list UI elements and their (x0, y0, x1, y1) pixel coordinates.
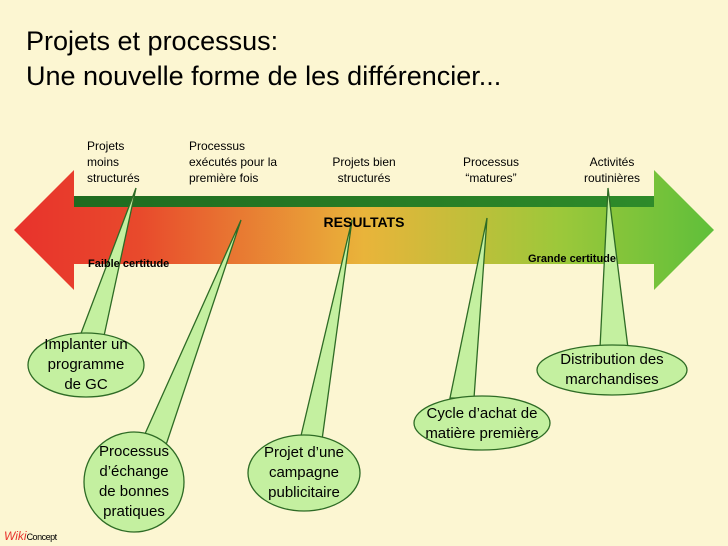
example-echange-pratiques: Processus d’échange de bonnes pratiques (98, 443, 170, 520)
callout-bubble-campagne (247, 434, 361, 512)
stage-label-projets-moins-structures: Projets moins structurés (87, 139, 140, 185)
example-distribution: Distribution des marchandises (560, 351, 664, 388)
example-cycle-achat: Cycle d’achat de matière première (425, 405, 539, 442)
example-campagne-publicitaire: Projet d’une campagne publicitaire (263, 444, 345, 501)
wikiconcept-logo: WikiConcept (4, 529, 57, 544)
stage-label-activites-routinieres: Activités routinières (583, 155, 641, 185)
page-title-line-2: Une nouvelle forme de les différencier..… (26, 61, 502, 91)
certainty-arrow-band (74, 196, 654, 207)
low-certainty-label: Faible certitude (88, 258, 170, 270)
stage-label-processus-premiere-fois: Processus exécutés pour la première fois (189, 139, 278, 185)
logo-concept-text: Concept (26, 532, 58, 542)
resultats-label: RESULTATS (323, 214, 405, 230)
callout-bubble-echange (83, 431, 185, 533)
logo-wiki-text: Wiki (4, 529, 27, 543)
stage-label-projets-bien-structures: Projets bien structurés (332, 155, 396, 185)
callout-bubble-gc (27, 332, 145, 398)
example-implanter-gc: Implanter un programme de GC (44, 336, 128, 393)
page-title-line-1: Projets et processus: (26, 26, 279, 56)
page-title: Projets et processus: Une nouvelle forme… (26, 24, 501, 94)
callout-bubble-distribution (536, 344, 688, 396)
high-certainty-label: Grande certitude (528, 253, 617, 265)
callout-bubble-achat (413, 395, 551, 451)
stage-label-processus-matures: Processus “matures” (462, 155, 520, 185)
